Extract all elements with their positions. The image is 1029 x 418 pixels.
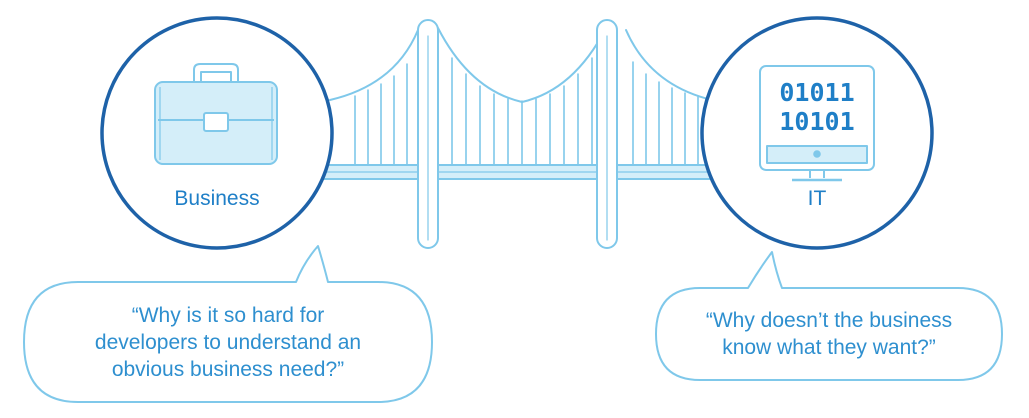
screen-binary-line-2: 10101: [779, 107, 854, 136]
bridge-cable-right: [626, 30, 712, 100]
screen-binary-line-1: 01011: [779, 78, 854, 107]
business-quote: “Why is it so hard for developers to und…: [34, 302, 422, 383]
bridge-hangers-right: [633, 62, 698, 165]
business-quote-line: “Why is it so hard for: [34, 302, 422, 329]
it-quote-line: know what they want?”: [664, 334, 994, 361]
bridge-hangers-center: [452, 58, 592, 165]
bridge-cable-center: [438, 28, 606, 102]
business-quote-line: obvious business need?”: [34, 356, 422, 383]
it-quote: “Why doesn’t the business know what they…: [664, 307, 994, 361]
business-label: Business: [147, 187, 287, 211]
suspension-bridge-icon: [320, 20, 718, 248]
it-quote-line: “Why doesn’t the business: [664, 307, 994, 334]
bridge-cable-left: [330, 30, 418, 100]
it-label: IT: [747, 187, 887, 211]
business-quote-line: developers to understand an: [34, 329, 422, 356]
bridge-hangers-left: [355, 64, 407, 165]
